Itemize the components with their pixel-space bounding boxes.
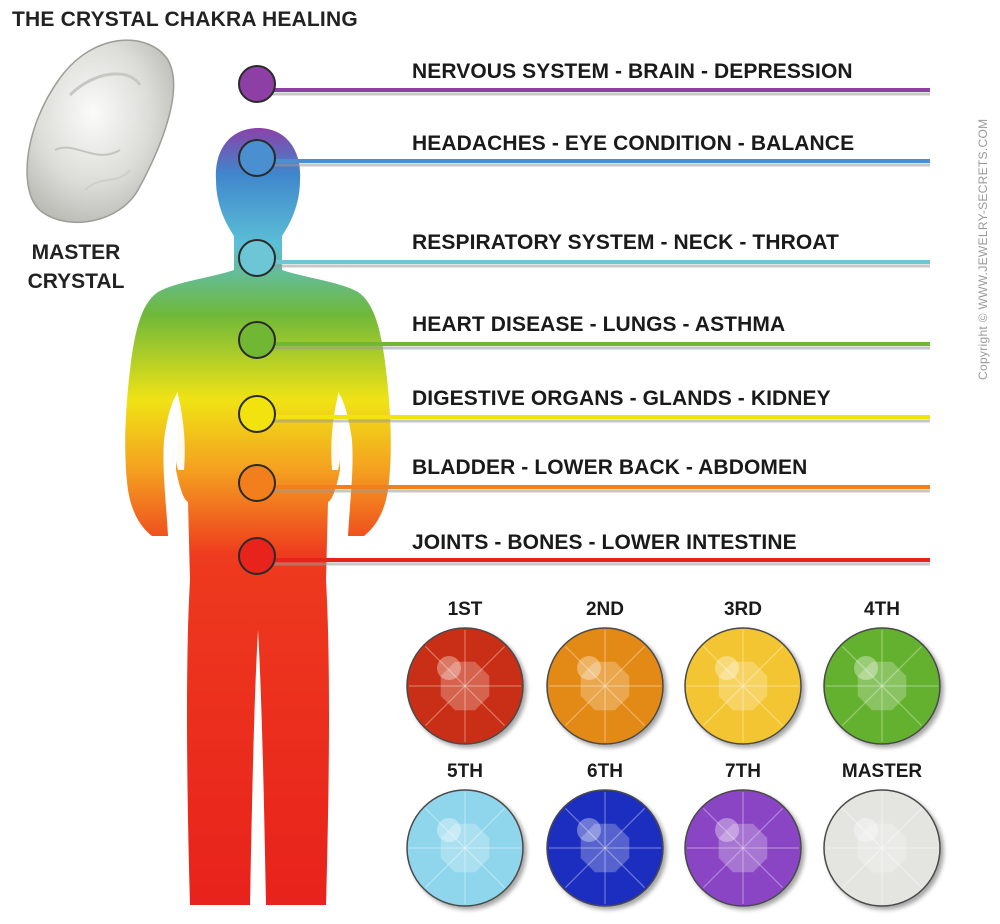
human-silhouette [125, 128, 391, 905]
chakra-dot-third-eye [238, 139, 276, 177]
chakra-label-crown: NERVOUS SYSTEM - BRAIN - DEPRESSION [412, 60, 853, 83]
chakra-dot-heart [238, 321, 276, 359]
master-crystal-label: MASTER CRYSTAL [16, 238, 136, 296]
chakra-dot-throat [238, 239, 276, 277]
gem-label-3rd: 3RD [723, 599, 762, 620]
gem-master [823, 789, 941, 907]
gem-label-5th: 5TH [447, 761, 483, 782]
chakra-dot-root [238, 537, 276, 575]
chakra-label-sacral: BLADDER - LOWER BACK - ABDOMEN [412, 456, 808, 479]
chakra-dot-solar-plexus [238, 395, 276, 433]
chakra-label-throat: RESPIRATORY SYSTEM - NECK - THROAT [412, 231, 839, 254]
master-label-line1: MASTER [31, 241, 121, 264]
chakra-label-solar-plexus: DIGESTIVE ORGANS - GLANDS - KIDNEY [412, 387, 831, 410]
gem-label-4th: 4TH [864, 599, 900, 620]
gem-label-7th: 7TH [725, 761, 761, 782]
gem-label-1st: 1ST [447, 599, 483, 620]
gem-label-6th: 6TH [587, 761, 623, 782]
gem-label-2nd: 2ND [585, 599, 624, 620]
master-crystal-image [26, 39, 175, 224]
chakra-dot-crown [238, 65, 276, 103]
page-title: THE CRYSTAL CHAKRA HEALING [12, 8, 358, 31]
chakra-label-heart: HEART DISEASE - LUNGS - ASTHMA [412, 313, 786, 336]
gem-3rd [684, 627, 802, 745]
master-label-line2: CRYSTAL [27, 270, 125, 293]
chakra-dot-sacral [238, 464, 276, 502]
copyright-watermark: Copyright © WWW.JEWELRY-SECRETS.COM [976, 118, 990, 380]
gem-label-master: MASTER [841, 761, 923, 782]
gem-6th [546, 789, 664, 907]
chakra-label-third-eye: HEADACHES - EYE CONDITION - BALANCE [412, 132, 855, 155]
gem-1st [406, 627, 524, 745]
gem-7th [684, 789, 802, 907]
gem-5th [406, 789, 524, 907]
chakra-label-root: JOINTS - BONES - LOWER INTESTINE [412, 531, 797, 554]
gem-4th [823, 627, 941, 745]
gem-2nd [546, 627, 664, 745]
